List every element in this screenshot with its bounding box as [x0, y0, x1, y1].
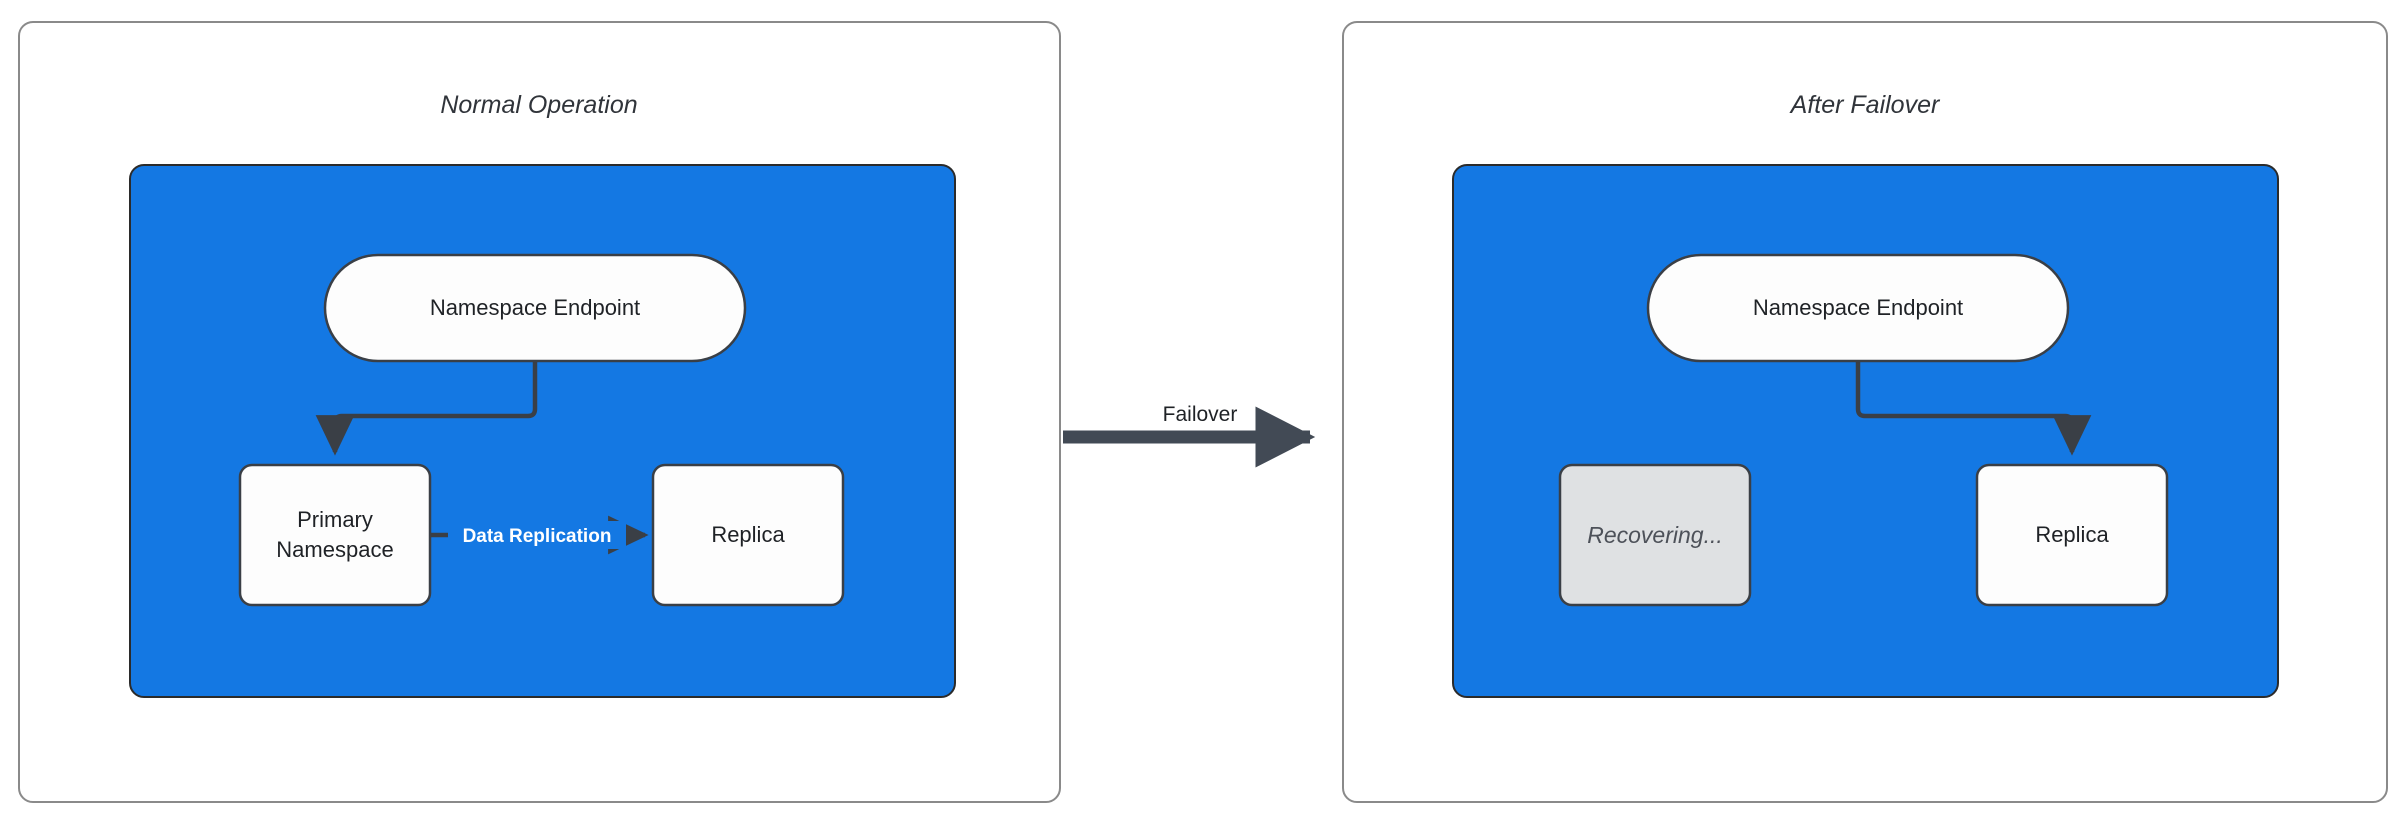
node-recovering-shape: [1558, 463, 1752, 607]
node-replica-right[interactable]: Replica: [1975, 463, 2169, 607]
node-primary-namespace-shape: [238, 463, 432, 607]
panel-normal-operation: Normal Operation Namespace Endpoint Prim…: [18, 21, 1061, 803]
node-replica-right-shape: [1975, 463, 2169, 607]
panel-normal-operation-title: Normal Operation: [440, 91, 637, 119]
transition-failover: Failover: [1063, 403, 1316, 468]
cluster-normal-operation: [129, 164, 956, 698]
panel-after-failover: After Failover Namespace Endpoint Recove…: [1342, 21, 2388, 803]
node-primary-namespace[interactable]: Primary Namespace: [238, 463, 432, 607]
panel-after-failover-title: After Failover: [1789, 91, 1941, 119]
cluster-after-failover: [1452, 164, 2279, 698]
transition-failover-label: Failover: [1163, 403, 1238, 426]
node-recovering[interactable]: Recovering...: [1558, 463, 1752, 607]
edge-endpoint-to-primary: [315, 360, 538, 456]
edge-data-replication: Data Replication: [430, 515, 649, 555]
node-recovering-label: Recovering...: [1587, 522, 1723, 548]
node-replica-left[interactable]: Replica: [651, 463, 845, 607]
node-endpoint-right[interactable]: Namespace Endpoint: [1646, 253, 2070, 363]
node-endpoint-right-label: Namespace Endpoint: [1753, 295, 1963, 320]
node-endpoint-right-shape: [1646, 253, 2070, 363]
node-replica-left-shape: [651, 463, 845, 607]
node-replica-right-label: Replica: [2035, 522, 2109, 547]
edge-endpoint-to-replica: [1855, 360, 2092, 456]
node-replica-left-label: Replica: [711, 522, 785, 547]
node-endpoint-left-shape: [323, 253, 747, 363]
node-endpoint-left[interactable]: Namespace Endpoint: [323, 253, 747, 363]
node-endpoint-left-label: Namespace Endpoint: [430, 295, 640, 320]
edge-data-replication-label-bg: [448, 521, 626, 549]
node-primary-namespace-label-line2: Namespace: [276, 537, 393, 562]
edge-data-replication-label: Data Replication: [463, 526, 612, 547]
node-primary-namespace-label-line1: Primary: [297, 507, 373, 532]
